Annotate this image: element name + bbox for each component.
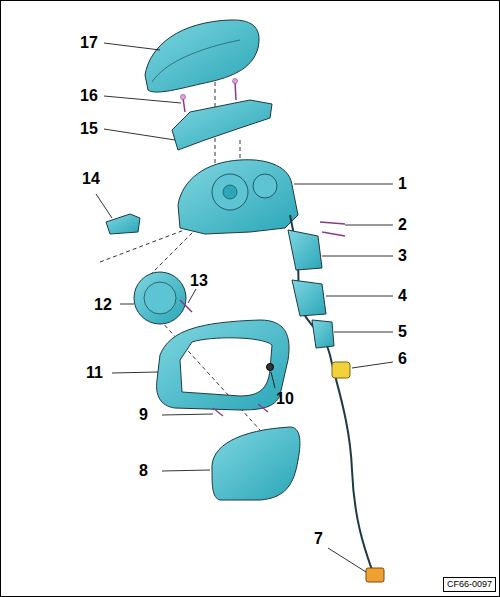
callout-number: 5 (398, 323, 407, 341)
connector (332, 362, 350, 378)
screw (267, 364, 274, 371)
mirror-glass (212, 427, 300, 500)
callout-number: 10 (276, 390, 294, 408)
connector (366, 568, 384, 582)
callout-number: 17 (80, 34, 98, 52)
callout-number: 3 (398, 247, 407, 265)
leader-lines (96, 43, 393, 572)
callout-number: 1 (398, 175, 407, 193)
mirror-housing (178, 160, 298, 234)
harness-clip (292, 280, 326, 316)
screw (180, 300, 192, 312)
mirror-cap (145, 20, 259, 92)
callout-number: 2 (398, 216, 407, 234)
harness-clip (312, 320, 334, 348)
callout-number: 14 (82, 170, 100, 188)
callout-number: 4 (398, 287, 407, 305)
callout-number: 8 (139, 462, 148, 480)
callout-number: 6 (398, 350, 407, 368)
callout-number: 9 (139, 406, 148, 424)
figure-id-box: CF66-0097 (443, 577, 496, 592)
callout-number: 11 (86, 364, 103, 382)
callout-number: 16 (80, 87, 98, 105)
harness-clip (288, 230, 322, 270)
callout-number: 12 (94, 296, 112, 314)
callout-number: 13 (190, 272, 208, 290)
screw (183, 82, 236, 112)
adjustment-motor (134, 272, 186, 324)
callout-number: 15 (80, 120, 98, 138)
callout-number: 7 (314, 530, 323, 548)
figure-id: CF66-0097 (444, 578, 495, 591)
mirror-frame (157, 320, 289, 410)
turn-signal-bracket (172, 100, 272, 150)
